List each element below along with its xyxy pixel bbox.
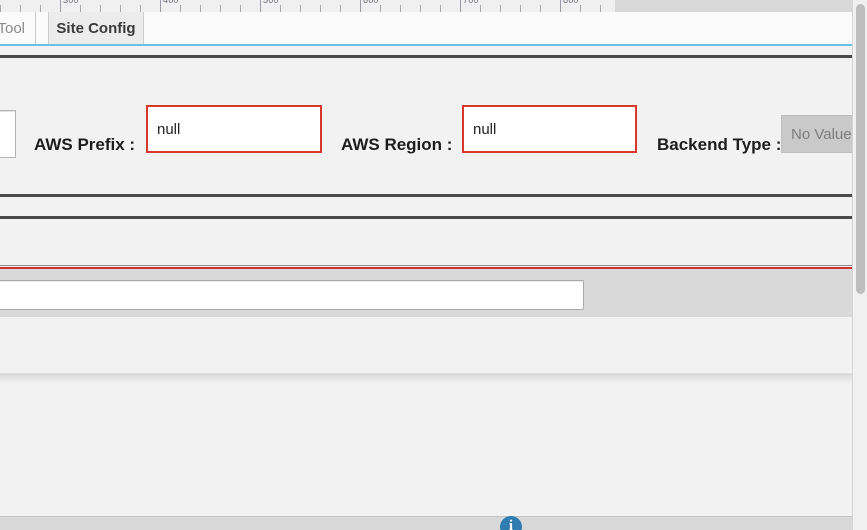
ruler-tick-label: 800 [563, 0, 579, 5]
aws-region-input[interactable]: null [462, 105, 637, 153]
vertical-scrollbar[interactable] [852, 0, 867, 530]
backend-type-label: Backend Type : [657, 135, 782, 154]
ruler-tick-label: 300 [63, 0, 79, 5]
ruler-tick [80, 5, 81, 12]
ruler-tick [180, 5, 181, 12]
aws-prefix-input[interactable]: null [146, 105, 322, 153]
ruler-tick [20, 5, 21, 12]
ruler-tick [580, 5, 581, 12]
ruler-tick [300, 5, 301, 12]
divider-top [0, 55, 867, 58]
panel-drop-shadow [0, 374, 867, 384]
tab-strip-filler [144, 12, 867, 44]
ruler-tick [400, 5, 401, 12]
divider-red [0, 267, 867, 269]
mid-band-lower [0, 219, 867, 265]
config-form-row: AWS Prefix : null AWS Region : null Back… [0, 58, 867, 210]
ruler-tick [240, 5, 241, 12]
content-top-spacer [0, 46, 867, 55]
ruler-tick-label: 700 [463, 0, 479, 5]
tab-deploy-tool[interactable]: y Tool [0, 12, 36, 44]
ruler-tick [380, 5, 381, 12]
ruler-tick [100, 5, 101, 12]
content-area: AWS Prefix : null AWS Region : null Back… [0, 46, 867, 530]
ruler-tick-label: 400 [163, 0, 179, 5]
tab-site-config-label: Site Config [56, 19, 136, 37]
aws-prefix-value: null [157, 120, 181, 138]
search-input[interactable] [0, 280, 584, 310]
unnamed-left-field-input[interactable] [0, 110, 16, 158]
info-icon[interactable]: i [500, 516, 522, 530]
aws-region-value: null [473, 120, 497, 138]
ruler-tick [480, 5, 481, 12]
ruler-tick [500, 5, 501, 12]
ruler-tick [120, 5, 121, 12]
ruler-tick-major [60, 0, 61, 12]
ruler-tick [280, 5, 281, 12]
ruler-tick [0, 5, 1, 12]
ruler-tick [520, 5, 521, 12]
ruler-tick-major [560, 0, 561, 12]
ruler-tick [440, 5, 441, 12]
tab-deploy-tool-label: y Tool [0, 19, 25, 37]
ruler-tick [340, 5, 341, 12]
ruler-tick [220, 5, 221, 12]
mid-band-upper [0, 197, 867, 216]
vertical-scrollbar-thumb[interactable] [856, 4, 865, 294]
ruler-tick-major [160, 0, 161, 12]
page-body [0, 384, 867, 516]
ruler-tick [600, 5, 601, 12]
divider-middle-upper [0, 194, 867, 197]
aws-prefix-label: AWS Prefix : [34, 135, 136, 154]
ruler-active-region [0, 0, 615, 12]
divider-red-shadow [0, 265, 867, 266]
lower-panel [0, 317, 867, 374]
ruler-tick [40, 5, 41, 12]
ruler-tick [200, 5, 201, 12]
ruler-tick-major [360, 0, 361, 12]
ruler-inactive-region [615, 0, 867, 12]
backend-type-placeholder: No Value [791, 125, 852, 143]
ruler-tick-major [260, 0, 261, 12]
ruler-tick [320, 5, 321, 12]
ruler-tick-label: 600 [363, 0, 379, 5]
search-band [0, 269, 867, 317]
tab-site-config[interactable]: Site Config [48, 12, 144, 44]
footer-bar [0, 516, 867, 530]
ruler-tick [540, 5, 541, 12]
ruler-tick-major [460, 0, 461, 12]
ruler-tick [140, 5, 141, 12]
info-icon-glyph: i [508, 518, 514, 530]
ruler-tick-label: 500 [263, 0, 279, 5]
tab-strip: y Tool Site Config [0, 12, 867, 46]
horizontal-ruler: 300 400 500 600 700 800 [0, 0, 867, 13]
ruler-tick [420, 5, 421, 12]
aws-region-label: AWS Region : [341, 135, 453, 154]
divider-middle-lower [0, 216, 867, 219]
